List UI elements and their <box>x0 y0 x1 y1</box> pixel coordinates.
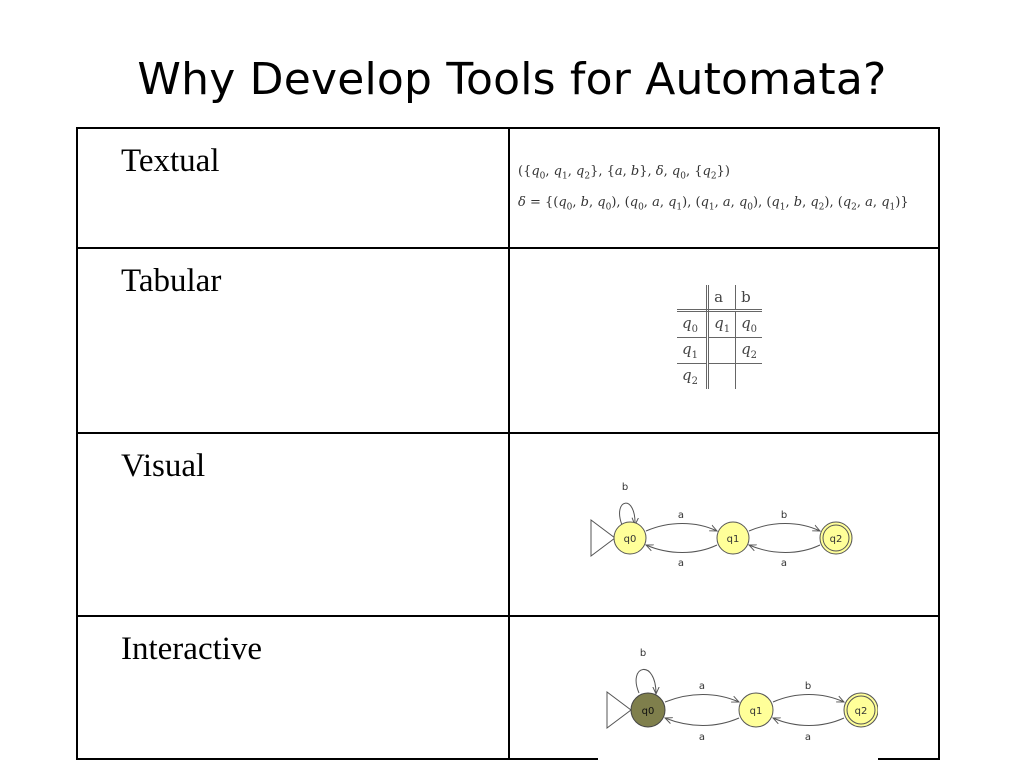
accept-ring <box>822 524 850 552</box>
tabular-cell: a b q0 q1 q0 q1 q2 q2 <box>508 247 940 434</box>
edge-label: a <box>699 681 705 692</box>
visual-cell: b a a b a q0 q1 q2 <box>508 432 940 617</box>
row-tabular: Tabular a b q0 q1 q0 q1 q2 <box>76 247 940 434</box>
edge-label: b <box>781 510 787 521</box>
textual-cell: ({q0, q1, q2}, {a, b}, δ, q0, {q2}) δ = … <box>508 127 940 249</box>
edge-label: b <box>622 482 628 493</box>
row-textual: Textual ({q0, q1, q2}, {a, b}, δ, q0, {q… <box>76 127 940 249</box>
edge-label: b <box>640 648 646 659</box>
edge-q2-q1 <box>773 718 845 726</box>
row-label-visual: Visual <box>76 432 510 617</box>
start-arrow-icon <box>606 691 632 729</box>
edge-q0-q1 <box>645 523 717 532</box>
state-label: q0 <box>624 534 637 545</box>
edge-q2-q1 <box>749 545 821 553</box>
row-visual: Visual b a a b <box>76 432 940 617</box>
transition-table-cell: q0 <box>735 310 763 338</box>
automaton-diagram: b a a b a q0 q1 q2 <box>584 471 864 576</box>
edge-label: a <box>678 510 684 521</box>
self-loop-edge <box>619 502 635 525</box>
slide-title: Why Develop Tools for Automata? <box>137 54 887 105</box>
transition-table-corner <box>677 285 710 312</box>
state-q2[interactable] <box>843 692 878 728</box>
row-label-interactive: Interactive <box>76 615 510 760</box>
transition-table-state: q0 <box>677 310 710 338</box>
interactive-cell: b a a b a q0 q1 q2 <box>508 615 940 760</box>
state-label: q0 <box>642 706 655 717</box>
transition-table-cell <box>736 364 762 390</box>
transition-table: a b q0 q1 q0 q1 q2 q2 <box>677 285 763 390</box>
state-q1 <box>716 521 750 555</box>
edge-label: b <box>805 681 811 692</box>
representation-table: Textual ({q0, q1, q2}, {a, b}, δ, q0, {q… <box>76 127 940 760</box>
row-label-tabular: Tabular <box>76 247 510 434</box>
edge-label: a <box>805 732 811 743</box>
edge-q1-q0 <box>665 718 740 726</box>
row-label-textual: Textual <box>76 127 510 249</box>
start-arrow-icon <box>590 519 616 557</box>
state-label: q1 <box>727 534 740 545</box>
transition-table-cell <box>707 363 737 389</box>
transition-table-state: q2 <box>677 363 710 389</box>
transition-definition: δ = {(q0, b, q0), (q0, a, q1), (q1, a, q… <box>518 195 909 213</box>
interactive-automaton-diagram[interactable]: b a a b a q0 q1 q2 <box>598 642 878 760</box>
transition-table-state: q1 <box>677 337 710 364</box>
tuple-definition: ({q0, q1, q2}, {a, b}, δ, q0, {q2}) <box>518 164 730 182</box>
row-interactive: Interactive b a a b a <box>76 615 940 760</box>
state-label: q2 <box>830 534 843 545</box>
edge-q1-q2 <box>748 523 820 532</box>
edge-label: a <box>781 558 787 569</box>
edge-label: a <box>678 558 684 569</box>
state-label: q2 <box>855 706 868 717</box>
transition-table-header: b <box>735 285 763 312</box>
edge-q1-q2 <box>772 694 844 703</box>
self-loop-edge <box>635 669 656 694</box>
transition-table-cell: q2 <box>735 337 763 364</box>
transition-table-header: a <box>707 285 737 312</box>
edge-q0-q1 <box>664 694 739 703</box>
edge-label: a <box>699 732 705 743</box>
state-q2 <box>819 521 853 555</box>
accept-ring <box>846 695 876 725</box>
transition-table-cell <box>707 337 737 364</box>
state-label: q1 <box>750 706 763 717</box>
edge-q1-q0 <box>646 545 718 553</box>
state-q1[interactable] <box>738 692 774 728</box>
state-q0 <box>613 521 647 555</box>
transition-table-cell: q1 <box>707 310 737 338</box>
state-q0-active[interactable] <box>630 692 666 728</box>
